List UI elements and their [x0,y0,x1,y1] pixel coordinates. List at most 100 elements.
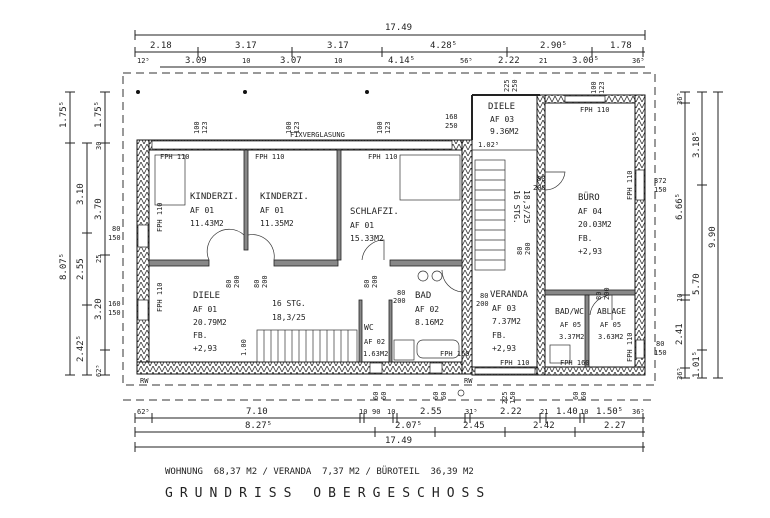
interior-walls [148,149,636,368]
top-dimensions: 17.49 2.18 3.17 3.17 4.28⁵ 2.90⁵ 1.78 12… [134,23,646,68]
door-size: 80 [397,289,405,297]
fixtures [154,154,571,364]
dim-left: 1.75⁵ [59,101,69,128]
window-size: 225 [501,391,509,404]
room-level: +2,93 [193,344,217,353]
window-size: 123 [293,121,301,134]
room-fb: FB. [193,331,207,340]
room-area: 11.43M2 [190,219,224,228]
stair-ratio: 18,3/25 [272,313,306,322]
window-size: 150 [509,391,517,404]
room-name: VERANDA [490,290,529,300]
dim-bottom: 1.40 [556,407,578,417]
door-size: 200 [476,300,489,308]
room-area: 7.37M2 [492,317,521,326]
room-af: AF 05 [560,321,581,329]
window-size: 168 [445,113,458,121]
room-area: 3.63M2 [598,333,623,341]
window-size: 60 [372,392,380,400]
window-size: 60 [440,392,448,400]
left-dimensions: 1.75⁵ 8.07⁵ 3.10 2.55 2.42⁵ 1.75⁵ 30 3.7… [59,91,110,377]
door-size: 200 [603,287,611,300]
dim-right: 36⁵ [676,92,684,105]
fph-label: FPH 110 [160,153,190,161]
dim-bottom: 2.42 [533,421,555,431]
opening-labels: FIXVERGLASUNG FPH 110 FPH 110 FPH 110 FP… [108,79,667,404]
window-size: 372 [654,177,667,185]
window-size: 150 [654,186,667,194]
dim-left: 3.10 [76,183,86,205]
window-size: 60 [432,392,440,400]
dim-bottom: 2.22 [500,407,522,417]
dim-left: 8.07⁵ [59,253,69,280]
rw-label: RW [140,377,149,385]
dim-bottom: 8.27⁵ [245,421,272,431]
stair-width: 1.02⁵ [478,141,499,149]
dim-bottom: 2.07⁵ [395,421,422,431]
door-size: 200 [524,242,532,255]
dim-right: 2.41 [675,323,685,345]
room-diele-03: DIELE AF 03 9.36M2 [488,102,519,136]
room-name: ABLAGE [597,307,626,316]
room-diele-01: DIELE AF 01 20.79M2 FB. +2,93 [193,291,227,353]
dim-left: 3.70 [94,198,104,220]
room-wc: WC AF 02 1.63M2 [363,323,388,358]
right-dimensions: 36⁵ 6.66⁵ 10 2.41 36⁵ 3.18⁵ 5.70 1.01⁵ 9… [675,91,723,380]
room-kinderzimmer-1: KINDERZI. AF 01 11.43M2 [190,192,239,228]
dim-right: 10 [676,294,684,302]
door-size: 200 [261,275,269,288]
exterior-walls [136,94,646,376]
fph-label: FPH 110 [368,153,398,161]
room-area: 20.79M2 [193,318,227,327]
room-level: +2,93 [578,247,602,256]
room-name: DIELE [488,102,515,112]
room-af: AF 02 [415,305,439,314]
room-name: DIELE [193,291,220,301]
dim-top: 21 [539,57,547,65]
room-name: BAD/WC [555,307,584,316]
room-area: 8.16M2 [415,318,444,327]
room-bad: BAD AF 02 8.16M2 [415,291,444,327]
door-size: 80 [225,280,233,288]
dim-left: 1.75⁵ [94,101,104,128]
dim-top: 2.22 [498,56,520,66]
doors [206,171,613,320]
window-size: 100 [376,121,384,134]
room-name: KINDERZI. [260,192,309,202]
room-name: WC [364,323,374,332]
room-level: +2,93 [492,344,516,353]
room-veranda: VERANDA AF 03 7.37M2 FB. +2,93 [490,290,529,353]
stair-main: 16 STG. 18,3/25 1.00 [240,299,358,363]
dim-bottom: 7.10 [246,407,268,417]
door-size: 200 [233,275,241,288]
dim-left: 62⁵ [95,364,103,377]
dim-right: 36⁵ [676,367,684,380]
room-af: AF 04 [578,207,602,216]
room-af: AF 01 [260,206,284,215]
dim-top: 12⁵ [137,57,150,65]
dim-top: 4.14⁵ [388,56,415,66]
room-area: 1.63M2 [363,350,388,358]
room-af: AF 01 [190,206,214,215]
dim-left: 25 [95,255,103,263]
room-name: KINDERZI. [190,192,239,202]
room-area: 15.33M2 [350,234,384,243]
room-bad-wc: BAD/WC AF 05 3.37M2 [555,307,584,341]
dim-left: 3.20 [94,298,104,320]
fph-label: FPH 160 [560,359,590,367]
dim-bottom: 2.27 [604,421,626,431]
fph-label: FPH 110 [580,106,610,114]
dim-top: 10 [334,57,342,65]
dim-bottom: 36⁵ [632,408,645,416]
window-size: 80 [112,225,120,233]
dim-total-top: 17.49 [385,23,412,33]
dim-top: 1.78 [610,41,632,51]
dim-bottom: 1.50⁵ [596,407,623,417]
room-af: AF 05 [600,321,621,329]
bathtub [416,339,460,359]
dim-right: 5.70 [692,273,702,295]
dim-bottom: 10 [580,408,588,416]
dim-bottom: 21 [540,408,548,416]
window-size: 80 [656,340,664,348]
fph-label: FPH 110 [156,282,164,312]
